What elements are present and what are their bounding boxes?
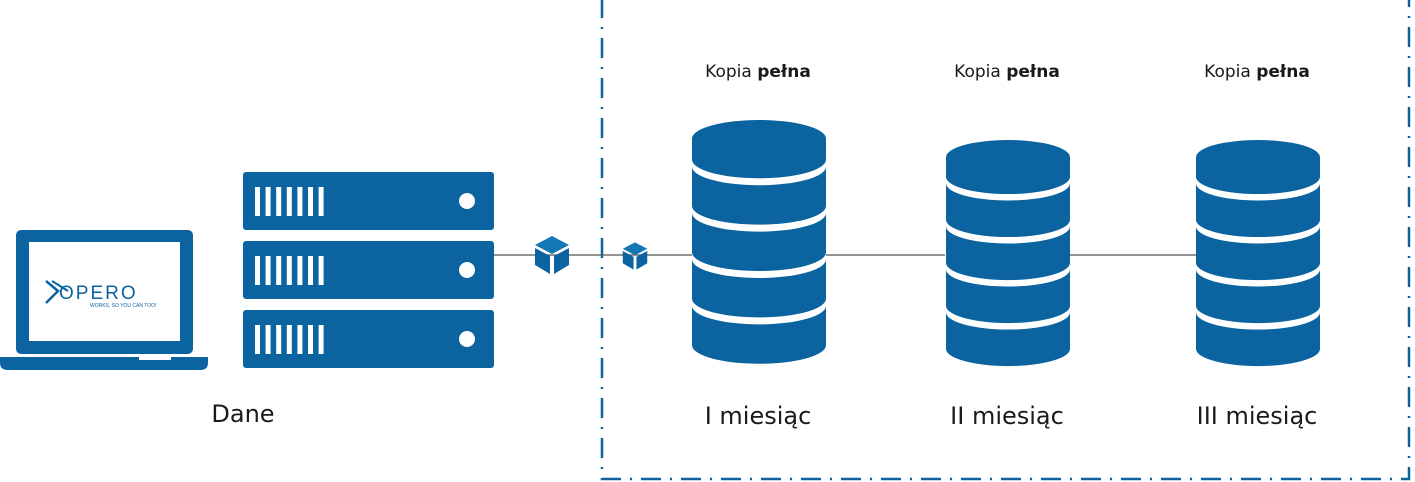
database-layer bbox=[1196, 312, 1320, 367]
database-icon bbox=[1196, 140, 1320, 367]
vent-slot bbox=[308, 187, 313, 216]
backup-period-label: III miesiąc bbox=[1196, 402, 1318, 430]
database-icon bbox=[692, 120, 826, 364]
database-layer bbox=[946, 269, 1070, 324]
xopero-logo: OPERO WORKS, SO YOU CAN TOO! bbox=[45, 280, 156, 309]
source-label: Dane bbox=[211, 400, 275, 428]
vent-slot bbox=[286, 256, 292, 285]
backup-title: Kopia pełna bbox=[927, 62, 1087, 82]
package-cube-icon bbox=[622, 242, 648, 270]
vent-slot bbox=[265, 187, 271, 216]
status-led bbox=[459, 331, 475, 347]
vent-slot bbox=[276, 256, 282, 285]
vent-slot bbox=[276, 325, 282, 354]
svg-text:OPERO: OPERO bbox=[59, 283, 138, 304]
backup-title-bold: pełna bbox=[757, 62, 811, 82]
vent-slot bbox=[286, 325, 292, 354]
database-layer bbox=[692, 166, 826, 225]
vent-slot bbox=[265, 325, 271, 354]
vent-slot bbox=[308, 325, 313, 354]
vent-slot bbox=[255, 256, 260, 285]
backup-title: Kopia pełna bbox=[1177, 62, 1337, 82]
backup-title: Kopia pełna bbox=[678, 62, 838, 82]
database-layer bbox=[692, 305, 826, 364]
vent-slot bbox=[297, 187, 303, 216]
server-unit bbox=[243, 310, 494, 368]
vent-slot bbox=[297, 256, 303, 285]
backup-title-normal: Kopia bbox=[705, 62, 752, 82]
vent-slot bbox=[286, 187, 292, 216]
database-layer bbox=[1196, 269, 1320, 324]
vent-slot bbox=[318, 256, 324, 285]
database-layer bbox=[692, 213, 826, 272]
vent-slot bbox=[318, 187, 324, 216]
database-layer bbox=[1196, 226, 1320, 281]
backup-title-normal: Kopia bbox=[954, 62, 1001, 82]
server-unit bbox=[243, 172, 494, 230]
backup-period-label: II miesiąc bbox=[950, 402, 1064, 430]
database-layer bbox=[692, 259, 826, 318]
database-layer bbox=[946, 226, 1070, 281]
database-layer bbox=[946, 312, 1070, 367]
vent-slot bbox=[265, 256, 271, 285]
database-icon bbox=[946, 140, 1070, 367]
vent-slot bbox=[255, 187, 260, 216]
database-layer bbox=[1196, 183, 1320, 238]
server-unit bbox=[243, 241, 494, 299]
status-led bbox=[459, 193, 475, 209]
svg-text:WORKS, SO YOU CAN TOO!: WORKS, SO YOU CAN TOO! bbox=[90, 303, 156, 309]
backup-title-normal: Kopia bbox=[1204, 62, 1251, 82]
backup-period-label: I miesiąc bbox=[704, 402, 812, 430]
package-cube-icon bbox=[535, 236, 569, 274]
vent-slot bbox=[318, 325, 324, 354]
storage-zone-border bbox=[600, 0, 1411, 481]
backup-title-bold: pełna bbox=[1256, 62, 1310, 82]
vent-slot bbox=[308, 256, 313, 285]
vent-slot bbox=[255, 325, 260, 354]
backup-title-bold: pełna bbox=[1006, 62, 1060, 82]
database-layer bbox=[946, 183, 1070, 238]
vent-slot bbox=[276, 187, 282, 216]
laptop-icon: OPERO WORKS, SO YOU CAN TOO! bbox=[0, 230, 208, 370]
server-rack-icon bbox=[243, 172, 494, 368]
status-led bbox=[459, 262, 475, 278]
vent-slot bbox=[297, 325, 303, 354]
